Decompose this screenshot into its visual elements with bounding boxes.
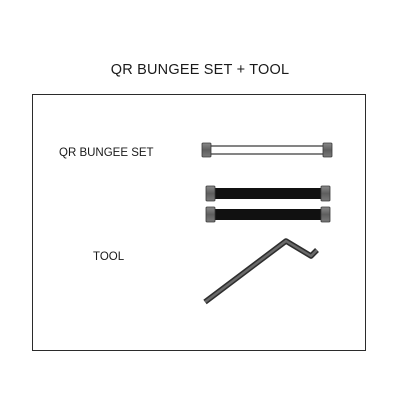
- page-title: QR BUNGEE SET + TOOL: [110, 62, 290, 78]
- white-bungee-icon: [201, 142, 333, 158]
- tool-label: TOOL: [93, 251, 125, 263]
- black-bungee-icon: [205, 206, 331, 223]
- bungee-set-label: QR BUNGEE SET: [59, 147, 154, 159]
- hex-key-icon: [203, 238, 319, 305]
- product-frame: [32, 94, 366, 351]
- black-bungee-icon: [205, 185, 331, 202]
